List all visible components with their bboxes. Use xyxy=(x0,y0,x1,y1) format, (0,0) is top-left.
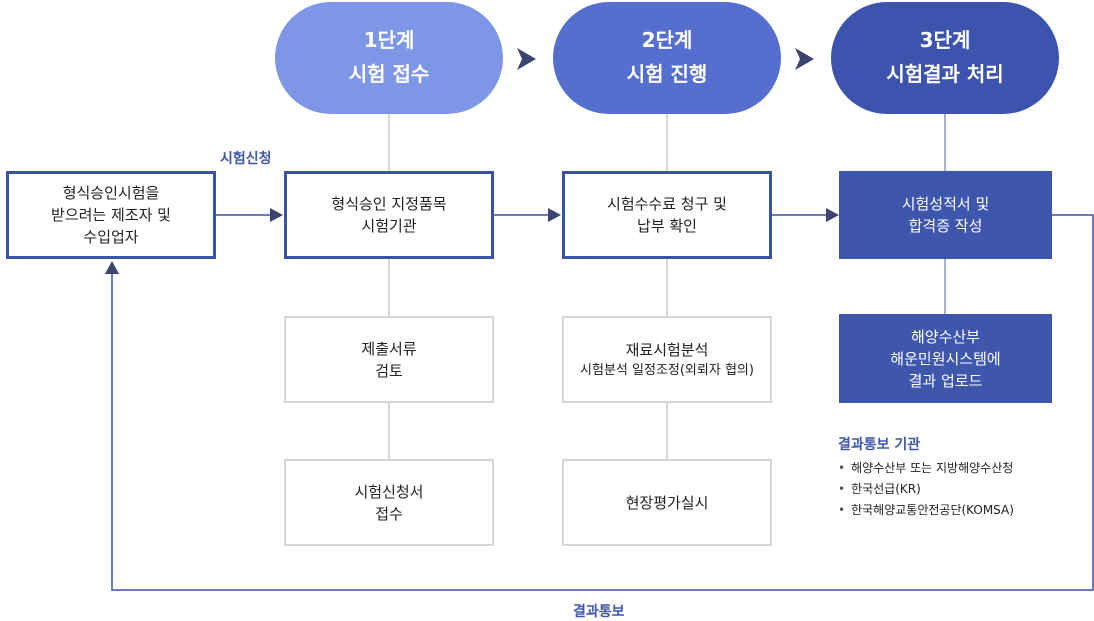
fee-confirmation-box: 시험수수료 청구 및 납부 확인 xyxy=(562,171,772,259)
upload-line-2: 해운민원시스템에 xyxy=(890,349,1001,368)
stage-1-number: 1단계 xyxy=(363,28,415,52)
stage-2-number: 2단계 xyxy=(641,28,693,52)
document-review-box: 제출서류 검토 xyxy=(284,316,494,403)
chevron-right-icon-1 xyxy=(517,48,536,70)
application-receipt-line-1: 시험신청서 xyxy=(354,482,424,501)
upload-line-3: 결과 업로드 xyxy=(908,371,983,390)
notify-item: 한국해양교통안전공단(KOMSA) xyxy=(838,500,1014,521)
certificate-line-1: 시험성적서 및 xyxy=(901,195,990,213)
chevron-right-icon-2 xyxy=(795,48,814,70)
application-receipt-line-2: 접수 xyxy=(375,504,403,523)
stage-3-name: 시험결과 처리 xyxy=(886,62,1004,86)
document-review-line-1: 제출서류 xyxy=(361,339,417,358)
fee-confirmation-line-2: 납부 확인 xyxy=(637,217,697,235)
onsite-evaluation-box: 현장평가실시 xyxy=(562,459,772,546)
testing-agency-line-2: 시험기관 xyxy=(361,217,417,235)
notify-item: 한국선급(KR) xyxy=(838,479,1014,500)
upload-line-1: 해양수산부 xyxy=(910,327,980,346)
testing-agency-box: 형식승인 지정품목 시험기관 xyxy=(284,171,494,259)
arrowhead-loop xyxy=(105,261,119,274)
certificate-box: 시험성적서 및 합격증 작성 xyxy=(839,171,1052,259)
stage-1-name: 시험 접수 xyxy=(348,62,430,86)
stage-2-name: 시험 진행 xyxy=(626,62,708,86)
notify-item: 해양수산부 또는 지방해양수산청 xyxy=(838,458,1014,479)
notify-title: 결과통보 기관 xyxy=(838,437,921,453)
fee-confirmation-line-1: 시험수수료 청구 및 xyxy=(607,195,727,213)
applicant-line-3: 수입업자 xyxy=(83,228,139,246)
testing-agency-line-1: 형식승인 지정품목 xyxy=(331,195,447,213)
arrowhead-1 xyxy=(270,208,283,222)
application-receipt-box: 시험신청서 접수 xyxy=(284,459,494,546)
applicant-line-2: 받으려는 제조자 및 xyxy=(51,206,171,224)
material-analysis-box: 재료시험분석 시험분석 일정조정(외뢰자 협의) xyxy=(562,316,772,403)
apply-label: 시험신청 xyxy=(220,151,272,167)
stage-1-pill: 1단계 시험 접수 xyxy=(275,2,503,114)
notify-list: 해양수산부 또는 지방해양수산청 한국선급(KR) 한국해양교통안전공단(KOM… xyxy=(838,458,1014,521)
document-review-line-2: 검토 xyxy=(375,361,403,380)
stage-2-pill: 2단계 시험 진행 xyxy=(553,2,781,114)
notify-section: 결과통보 기관 해양수산부 또는 지방해양수산청 한국선급(KR) 한국해양교통… xyxy=(838,434,1014,521)
stage-3-pill: 3단계 시험결과 처리 xyxy=(831,2,1059,114)
certificate-line-2: 합격증 작성 xyxy=(908,217,983,235)
result-loop-line xyxy=(111,214,1094,591)
arrowhead-3 xyxy=(826,208,839,222)
material-analysis-title: 재료시험분석 xyxy=(625,340,709,359)
applicant-box: 형식승인시험을 받으려는 제조자 및 수입업자 xyxy=(6,171,216,259)
stage-3-number: 3단계 xyxy=(919,28,971,52)
result-label: 결과통보 xyxy=(573,604,625,620)
applicant-line-1: 형식승인시험을 xyxy=(62,184,160,202)
arrowhead-2 xyxy=(548,208,561,222)
upload-box: 해양수산부 해운민원시스템에 결과 업로드 xyxy=(839,314,1052,403)
onsite-evaluation-label: 현장평가실시 xyxy=(625,493,709,512)
material-analysis-sub: 시험분석 일정조정(외뢰자 협의) xyxy=(580,362,754,378)
